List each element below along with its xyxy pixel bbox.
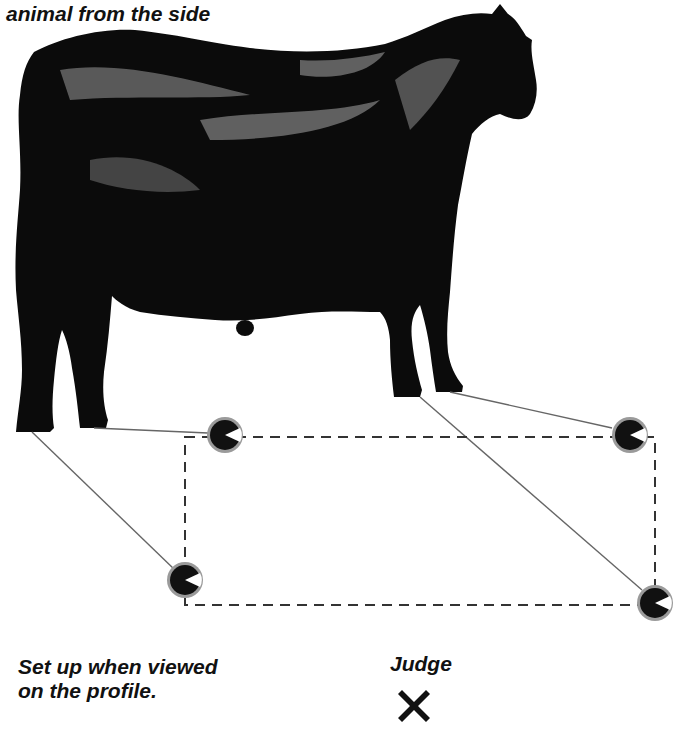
leader-lines	[32, 392, 642, 590]
foot-marker	[207, 417, 243, 453]
leader-line	[32, 432, 175, 570]
highlight	[60, 67, 250, 100]
leader-line	[420, 397, 642, 590]
highlight	[90, 157, 200, 192]
highlight	[395, 58, 460, 130]
position-label: Judge	[390, 652, 452, 676]
judge-mark	[398, 690, 430, 722]
heading-text: animal from the side	[6, 2, 210, 26]
foot-markers	[167, 417, 673, 621]
foot-marker	[637, 585, 673, 621]
foot-marker	[167, 562, 203, 598]
leader-line	[94, 428, 208, 433]
leader-line	[450, 392, 612, 428]
cow-detail	[236, 320, 254, 336]
highlight	[300, 52, 385, 77]
caption-text: Set up when viewed on the profile.	[18, 655, 226, 703]
highlight	[200, 100, 380, 140]
cow-silhouette	[15, 4, 536, 432]
foot-marker	[612, 417, 648, 453]
stance-rectangle	[185, 437, 655, 605]
